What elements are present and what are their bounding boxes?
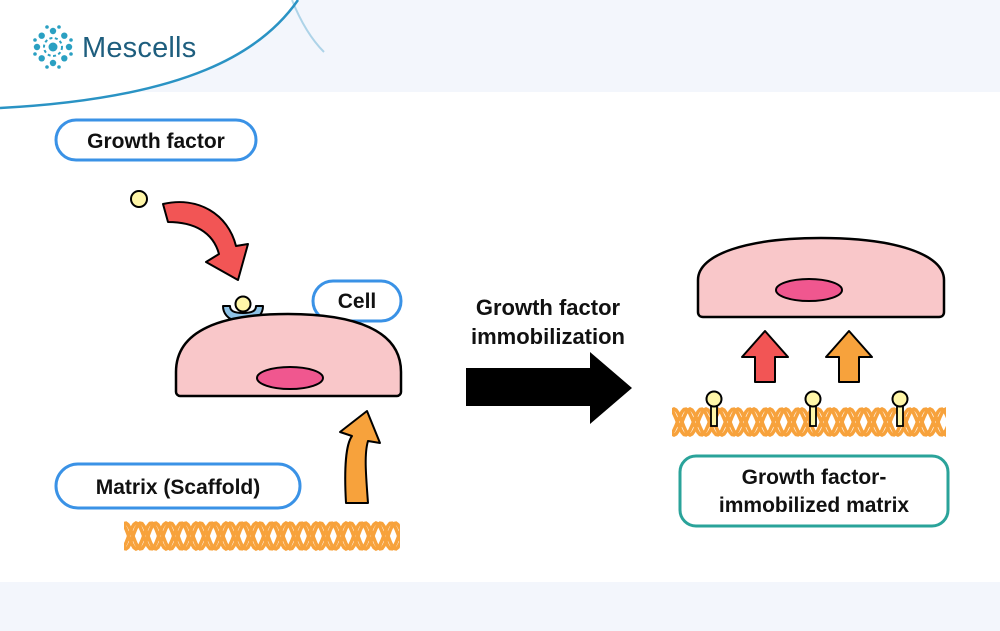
matrix-support-arrow — [339, 410, 381, 504]
growth-factor-signal-arrow — [741, 330, 789, 383]
cell-label: Cell — [311, 279, 403, 323]
growth-factor-label-text: Growth factor — [87, 130, 225, 153]
matrix-label-text: Matrix (Scaffold) — [96, 476, 261, 499]
logo-banner — [0, 0, 298, 108]
cell — [174, 312, 403, 398]
growth-factor-label: Growth factor — [54, 118, 258, 162]
matrix-fibers — [124, 520, 400, 552]
brand-name: Mescells — [82, 32, 196, 64]
immobilized-growth-factor — [705, 390, 723, 427]
result-cell-nucleus — [775, 278, 843, 302]
result-label-line1: Growth factor- — [742, 466, 887, 489]
immobilized-growth-factor — [891, 390, 909, 427]
banner-curve — [0, 0, 300, 110]
process-label-line1: Growth factor — [476, 295, 621, 320]
result-label-line2: immobilized matrix — [719, 494, 910, 517]
process-label-line2: immobilization — [471, 324, 625, 349]
banner-curve-accent — [291, 0, 325, 53]
cell-label-text: Cell — [338, 290, 377, 313]
mescells-logo-icon — [33, 25, 73, 69]
matrix-label: Matrix (Scaffold) — [54, 462, 302, 510]
result-label: Growth factor- immobilized matrix — [678, 454, 950, 528]
cell-nucleus — [256, 366, 324, 390]
matrix-signal-arrow — [825, 330, 873, 383]
free-growth-factor — [130, 190, 148, 208]
binding-arrow — [162, 201, 249, 281]
process-arrow — [466, 352, 632, 424]
immobilized-growth-factor — [804, 390, 822, 427]
result-cell — [696, 236, 946, 319]
